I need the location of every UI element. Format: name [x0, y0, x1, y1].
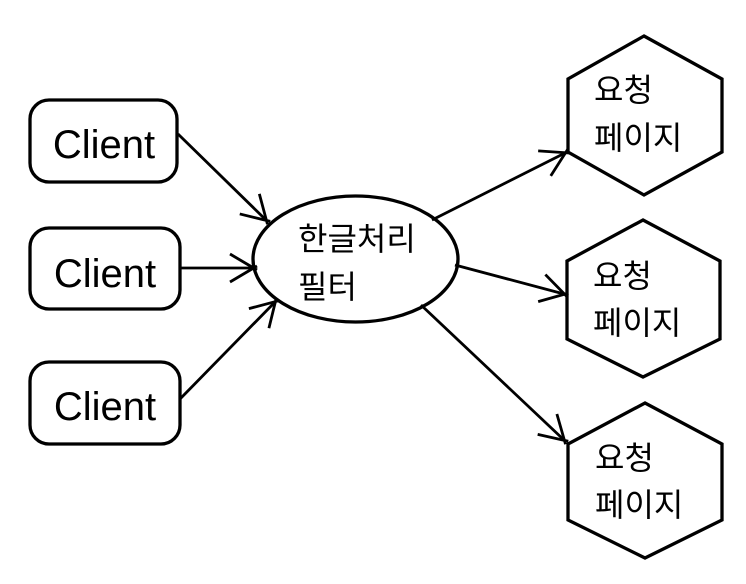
client-label-1: Client [53, 123, 155, 167]
connector-client1-to-filter [177, 132, 271, 225]
filter-label-line2: 필터 [298, 269, 357, 305]
client-box-3 [28, 360, 182, 446]
connector-filter-to-page3 [420, 303, 569, 445]
page2-label-line2: 페이지 [593, 305, 681, 341]
page1-label-line1: 요청 [594, 72, 653, 108]
request-page-hexagon-2 [565, 218, 722, 379]
filter-label-line1: 한글처리 [298, 221, 416, 257]
client-label-2: Client [54, 252, 156, 296]
connector-client3-to-filter [178, 297, 280, 400]
connector-filter-to-page1 [431, 148, 570, 222]
page1-label-line2: 페이지 [594, 120, 682, 156]
page3-label-line1: 요청 [595, 440, 654, 476]
page3-label-line2: 페이지 [595, 487, 683, 523]
client-box-1 [28, 98, 179, 184]
client-label-3: Client [54, 385, 156, 429]
request-page-hexagon-1 [566, 34, 724, 197]
connector-filter-to-page2 [454, 263, 569, 303]
page2-label-line1: 요청 [593, 258, 652, 294]
